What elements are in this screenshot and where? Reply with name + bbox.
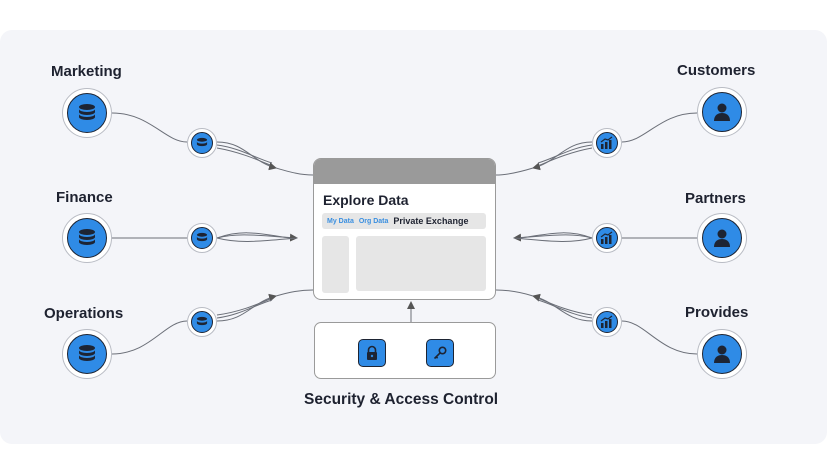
- user-icon: [714, 229, 730, 247]
- consumer-label-provides: Provides: [685, 304, 749, 321]
- source-connector-marketing: [187, 128, 217, 158]
- growth-chart-icon: [600, 136, 613, 149]
- user-icon: [714, 103, 730, 121]
- explore-tab-bar: My Data Org Data Private Exchange: [322, 213, 486, 229]
- tab-org-data[interactable]: Org Data: [358, 217, 389, 225]
- security-box: [314, 322, 496, 379]
- explore-data-window[interactable]: Explore Data My Data Org Data Private Ex…: [313, 158, 496, 300]
- database-icon: [196, 232, 208, 242]
- database-icon: [196, 316, 208, 326]
- consumer-node-customers[interactable]: [697, 87, 747, 137]
- consumer-connector-partners: [592, 223, 622, 253]
- consumer-label-partners: Partners: [685, 190, 746, 207]
- security-label: Security & Access Control: [304, 391, 499, 408]
- growth-chart-icon: [600, 315, 613, 328]
- source-node-marketing[interactable]: [62, 88, 112, 138]
- lock-icon: [358, 339, 386, 367]
- source-connector-finance: [187, 223, 217, 253]
- consumer-node-partners[interactable]: [697, 213, 747, 263]
- consumer-node-provides[interactable]: [697, 329, 747, 379]
- consumer-connector-provides: [592, 307, 622, 337]
- window-sidebar-placeholder: [322, 236, 349, 293]
- database-icon: [79, 345, 95, 361]
- window-titlebar: [314, 159, 495, 184]
- source-label-operations: Operations: [44, 305, 124, 322]
- key-icon: [426, 339, 454, 367]
- tab-private-exchange[interactable]: Private Exchange: [393, 216, 469, 226]
- database-icon: [196, 137, 208, 147]
- source-label-marketing: Marketing: [51, 63, 122, 80]
- consumer-connector-customers: [592, 128, 622, 158]
- source-node-operations[interactable]: [62, 329, 112, 379]
- growth-chart-icon: [600, 231, 613, 244]
- database-icon: [79, 229, 95, 245]
- tab-my-data[interactable]: My Data: [327, 217, 354, 225]
- source-connector-operations: [187, 307, 217, 337]
- user-icon: [714, 345, 730, 363]
- database-icon: [79, 104, 95, 120]
- source-label-finance: Finance: [56, 189, 113, 206]
- window-content-placeholder: [356, 236, 486, 291]
- consumer-label-customers: Customers: [677, 62, 756, 79]
- explore-title: Explore Data: [323, 192, 409, 208]
- source-node-finance[interactable]: [62, 213, 112, 263]
